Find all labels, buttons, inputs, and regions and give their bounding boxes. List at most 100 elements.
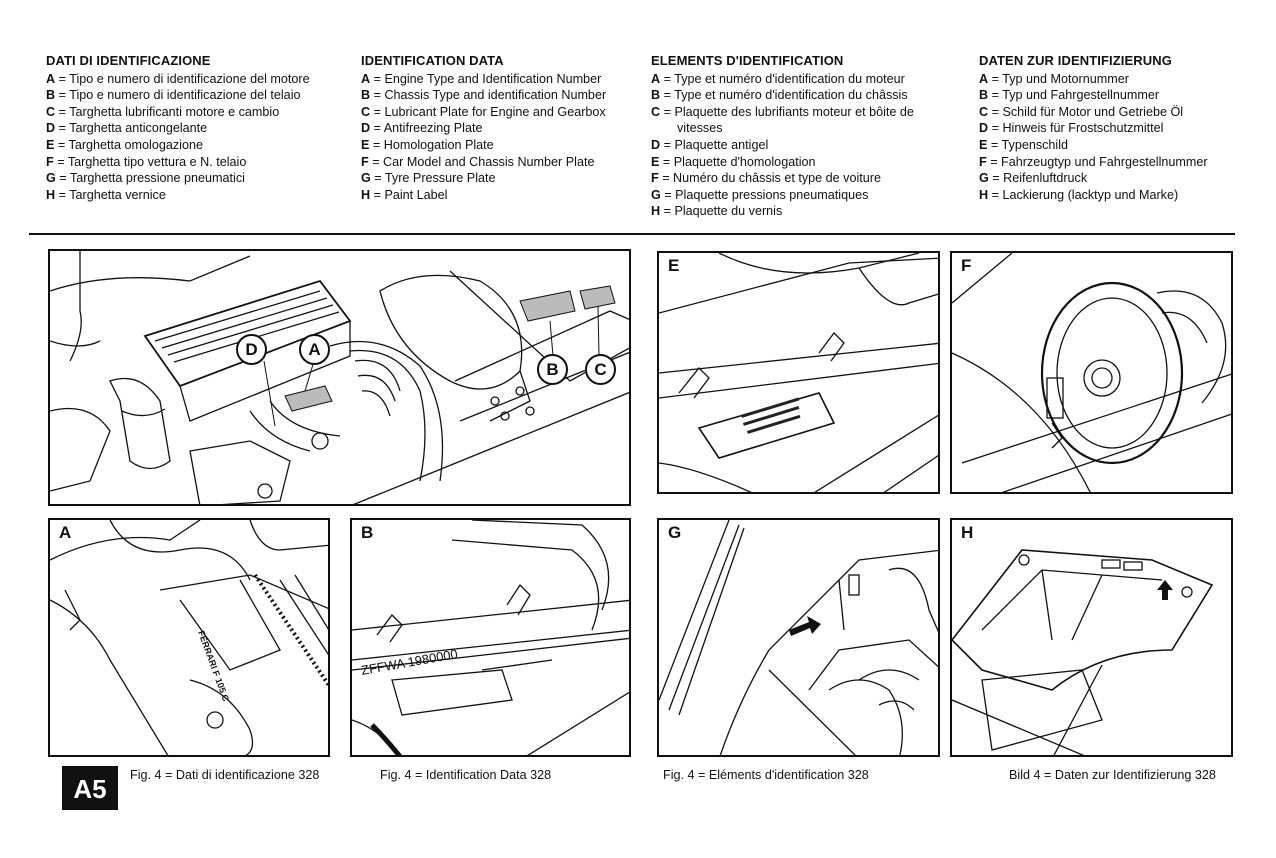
arrow-up-icon (1157, 580, 1173, 600)
legend-item: vitesses (651, 120, 914, 137)
panel-e-illustration: E (657, 251, 940, 494)
legend-text: = Type et numéro d'identification du châ… (663, 88, 908, 103)
page-number-badge: A5 (62, 766, 118, 810)
legend-text: = Reifenluftdruck (992, 171, 1088, 186)
legend-key: B (46, 88, 56, 103)
legend-item: C = Schild für Motor und Getriebe Öl (979, 104, 1208, 121)
legend-key: H (651, 204, 661, 219)
legend-text: = Plaquette pressions pneumatiques (664, 187, 869, 202)
legend-title: IDENTIFICATION DATA (361, 53, 504, 68)
legend-key: G (361, 171, 371, 186)
legend-text: = Plaquette antigel (663, 137, 769, 152)
panel-label-e: E (665, 255, 683, 276)
legend-text: = Targhetta anticongelante (58, 121, 208, 136)
legend-item: G = Plaquette pressions pneumatiques (651, 187, 914, 204)
legend-text: = Type et numéro d'identification du mot… (663, 71, 905, 86)
legend-key: G (651, 187, 661, 202)
legend-key: D (46, 121, 56, 136)
callout-a: A (299, 334, 330, 365)
legend-text: = Plaquette du vernis (663, 204, 783, 219)
caption-french: Fig. 4 = Eléments d'identification 328 (663, 768, 869, 782)
legend-key: E (46, 137, 55, 152)
legend-item: H = Paint Label (361, 187, 606, 204)
legend-text: = Antifreezing Plate (373, 121, 483, 136)
legend-key: F (979, 154, 987, 169)
legend-key: D (979, 121, 989, 136)
legend-key: A (46, 71, 56, 86)
caption-german: Bild 4 = Daten zur Identifizierung 328 (1009, 768, 1216, 782)
legend-key: H (361, 187, 371, 202)
legend-item: B = Chassis Type and identification Numb… (361, 87, 606, 104)
legend-item: F = Car Model and Chassis Number Plate (361, 154, 606, 171)
legend-text: = Plaquette d'homologation (662, 154, 816, 169)
engine-plate-stamp: FERRARI F 105 C (196, 629, 231, 703)
legend-item: A = Typ und Motornummer (979, 71, 1208, 88)
legend-key: A (361, 71, 371, 86)
engine-bay-illustration: D A B C (48, 249, 631, 506)
legend-key: F (651, 171, 659, 186)
legend-item: A = Engine Type and Identification Numbe… (361, 71, 606, 88)
legend-item: F = Fahrzeugtyp und Fahrgestellnummer (979, 154, 1208, 171)
panel-label-a: A (56, 522, 75, 543)
legend-text: = Tipo e numero di identificazione del m… (58, 71, 310, 86)
panel-b-drawing: ZFFWA 1980000 (352, 520, 629, 755)
legend-item: H = Targhetta vernice (46, 187, 310, 204)
legend-key: H (979, 187, 989, 202)
legend-key: G (46, 171, 56, 186)
panel-label-g: G (665, 522, 685, 543)
legend-text: = Tipo e numero di identificazione del t… (58, 88, 301, 103)
legend-item: E = Targhetta omologazione (46, 137, 310, 154)
legend-text: = Hinweis für Frostschutzmittel (991, 121, 1164, 136)
panel-a-illustration: FERRARI F 105 C A (48, 518, 330, 757)
legend-title: DATI DI IDENTIFICAZIONE (46, 53, 211, 68)
legend-text: = Targhetta lubrificanti motore e cambio (58, 104, 280, 119)
legend-item: B = Type et numéro d'identification du c… (651, 87, 914, 104)
panel-g-illustration: G (657, 518, 940, 757)
legend-text: = Numéro du châssis et type de voiture (662, 171, 881, 186)
legend-text: = Car Model and Chassis Number Plate (372, 154, 595, 169)
legend-item: D = Hinweis für Frostschutzmittel (979, 120, 1208, 137)
panel-h-drawing (952, 549, 1214, 755)
legend-item: A = Type et numéro d'identification du m… (651, 71, 914, 88)
callout-b: B (537, 354, 568, 385)
panel-f-illustration: F (950, 251, 1233, 494)
legend-key: H (46, 187, 56, 202)
legend-title: ELEMENTS D'IDENTIFICATION (651, 53, 844, 68)
legend-text: = Typ und Fahrgestellnummer (991, 88, 1160, 103)
legend-key: C (979, 104, 989, 119)
legend-item: H = Lackierung (lacktyp und Marke) (979, 187, 1208, 204)
legend-key: B (651, 88, 661, 103)
panel-e-drawing (659, 253, 938, 492)
legend-key: C (651, 104, 661, 119)
legend-key: C (361, 104, 371, 119)
panel-label-f: F (958, 255, 975, 276)
legend-item: E = Typenschild (979, 137, 1208, 154)
panel-label-h: H (958, 522, 977, 543)
legend-item: D = Targhetta anticongelante (46, 120, 310, 137)
legend-text: = Schild für Motor und Getriebe Öl (991, 104, 1184, 119)
legend-item: B = Typ und Fahrgestellnummer (979, 87, 1208, 104)
legend-item: A = Tipo e numero di identificazione del… (46, 71, 310, 88)
chassis-number-stamp: ZFFWA 1980000 (360, 646, 459, 678)
panel-h-illustration: H (950, 518, 1233, 757)
legend-item: C = Lubricant Plate for Engine and Gearb… (361, 104, 606, 121)
legend-item: F = Targhetta tipo vettura e N. telaio (46, 154, 310, 171)
legend-item: G = Targhetta pressione pneumatici (46, 170, 310, 187)
caption-italian: Fig. 4 = Dati di identificazione 328 (130, 768, 320, 782)
panel-label-b: B (358, 522, 377, 543)
legend-text: = Engine Type and Identification Number (373, 71, 602, 86)
legend-text: = Lackierung (lacktyp und Marke) (991, 187, 1179, 202)
legend-key: C (46, 104, 56, 119)
legend-french: ELEMENTS D'IDENTIFICATION A = Type et num… (651, 53, 914, 220)
legend-key: D (651, 137, 661, 152)
legend-text: = Paint Label (373, 187, 448, 202)
legend-text: = Targhetta tipo vettura e N. telaio (57, 154, 247, 169)
legend-text: vitesses (677, 121, 723, 136)
legend-text: = Typ und Motornummer (991, 71, 1129, 86)
legend-text: = Typenschild (990, 137, 1069, 152)
legend-key: B (361, 88, 371, 103)
legend-item: F = Numéro du châssis et type de voiture (651, 170, 914, 187)
legend-italian: DATI DI IDENTIFICAZIONE A = Tipo e numero… (46, 53, 310, 203)
legend-item: E = Homologation Plate (361, 137, 606, 154)
